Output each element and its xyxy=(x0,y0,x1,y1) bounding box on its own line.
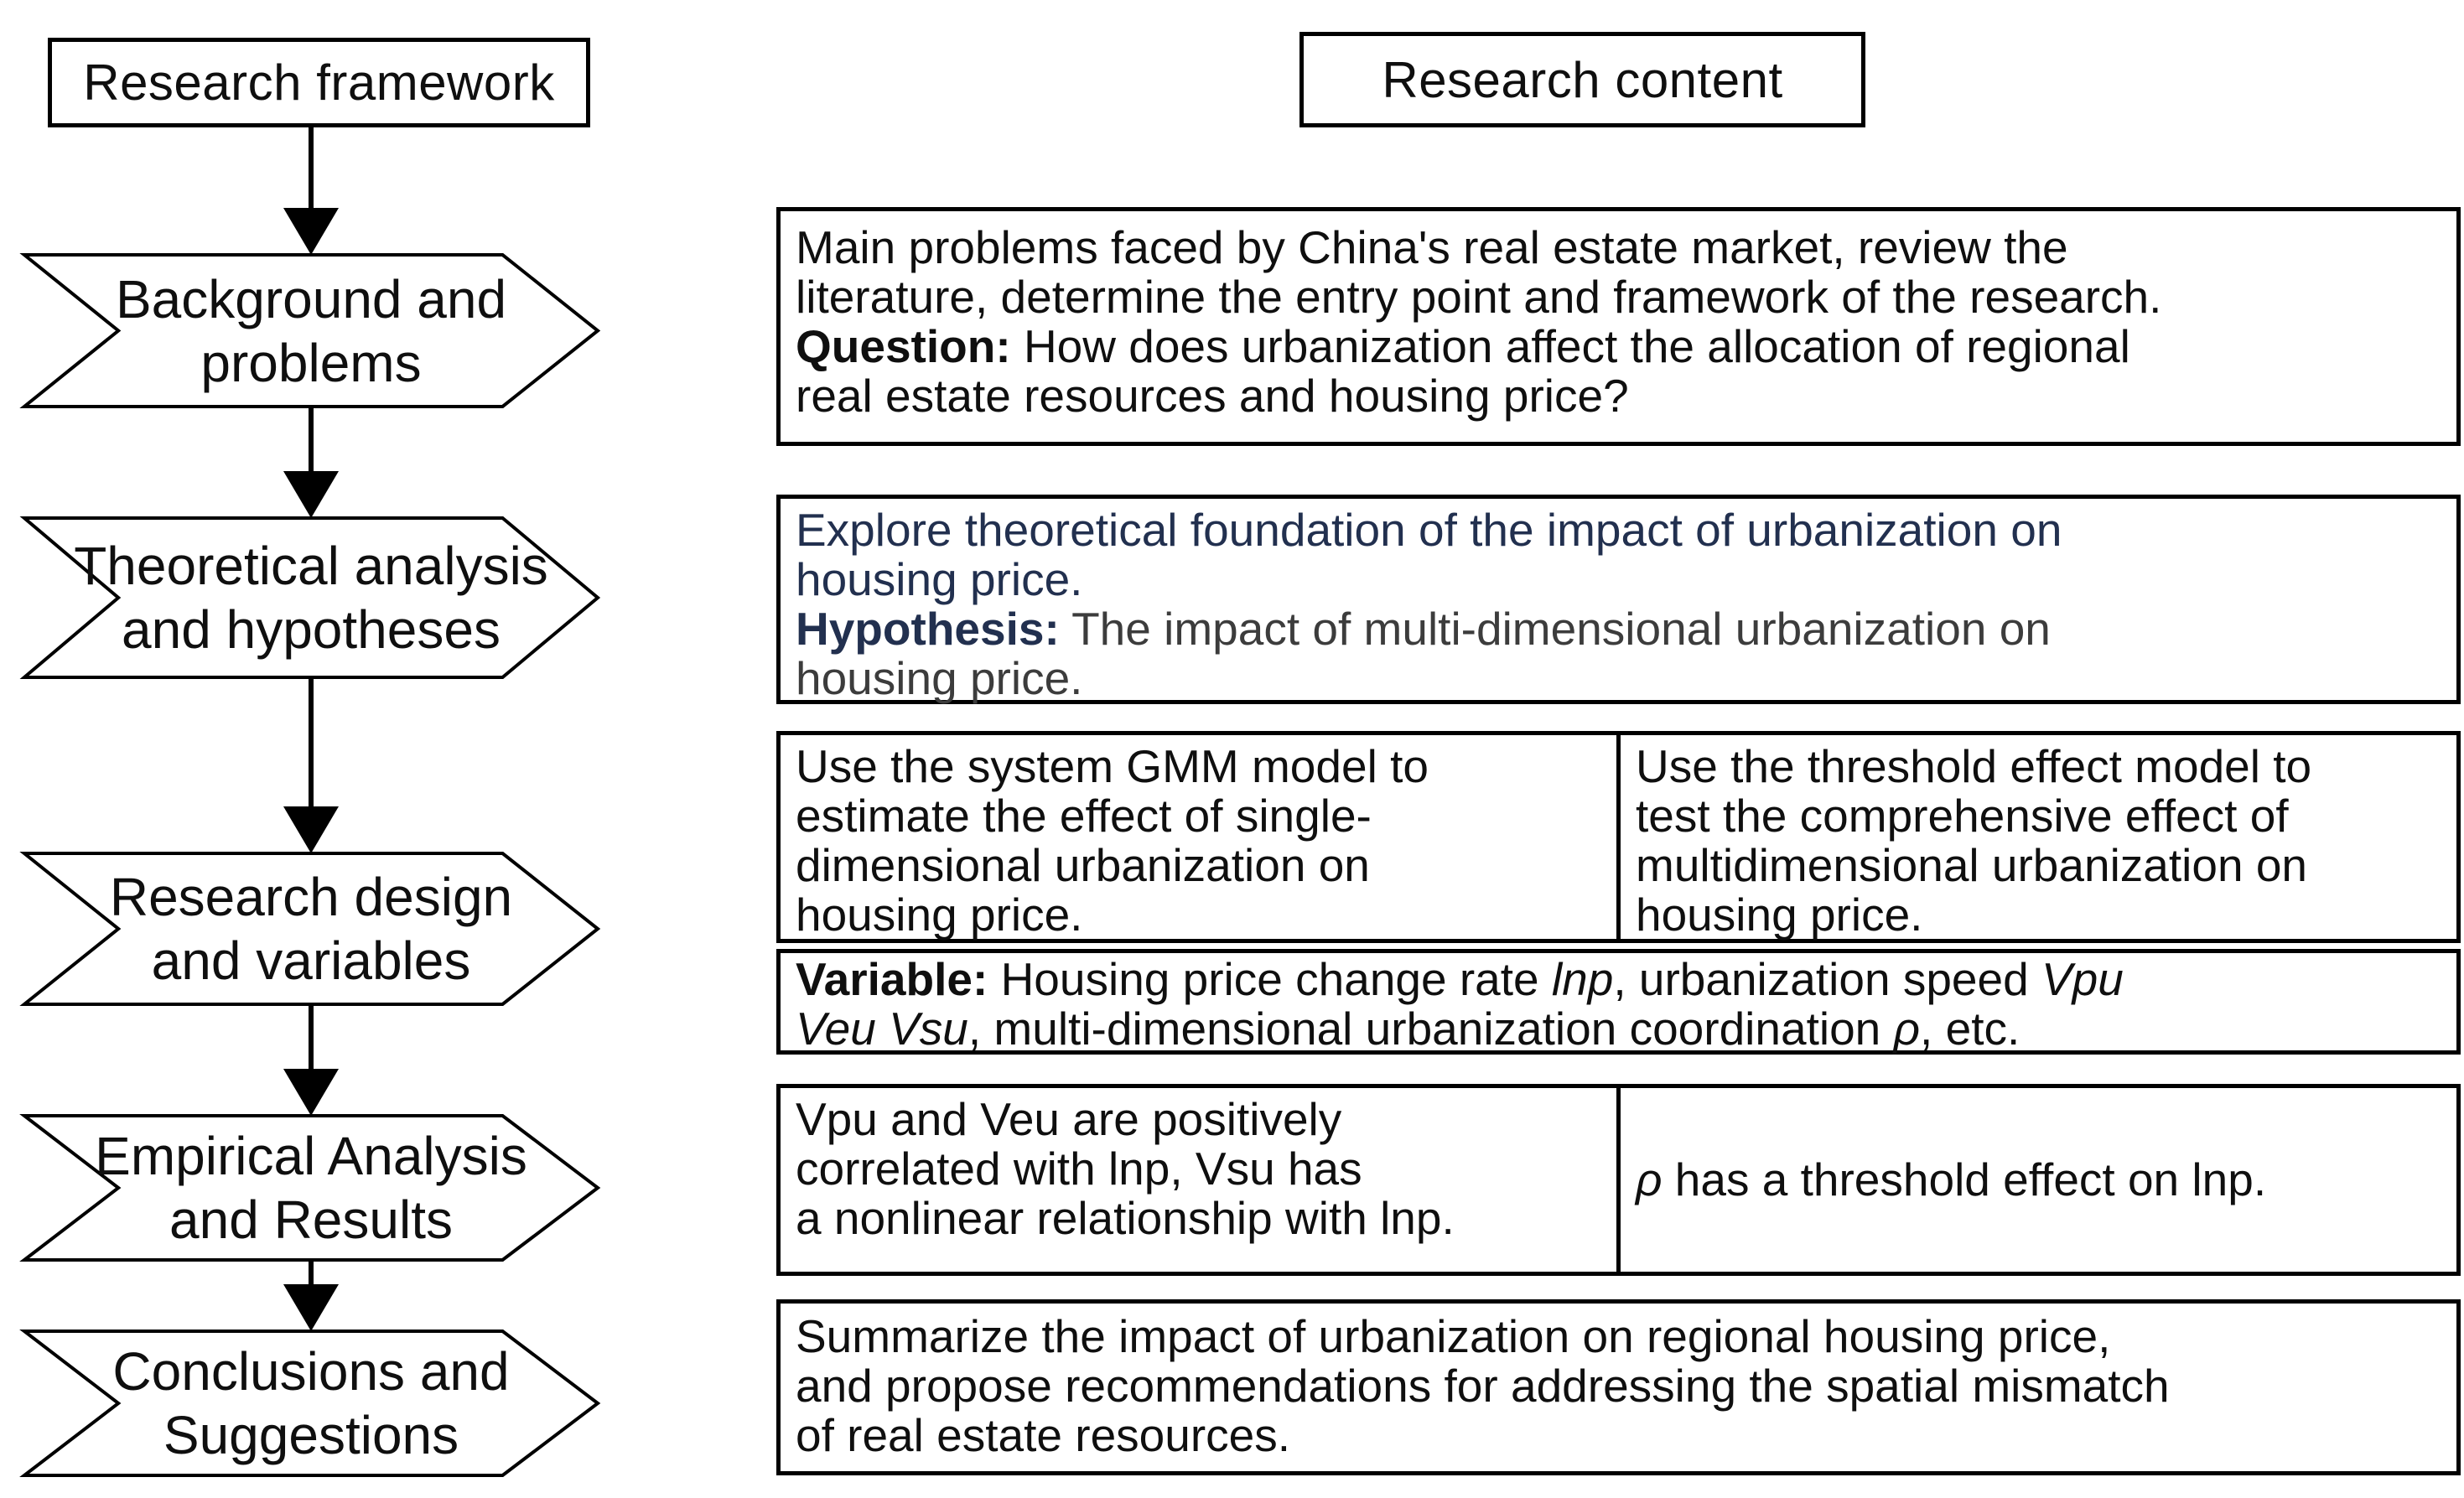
arrow-shaft xyxy=(309,407,314,476)
flow-step-label: Theoretical analysis and hypotheses xyxy=(74,536,548,660)
text-segment: Vpu and Veu are positively correlated wi… xyxy=(796,1093,1455,1244)
arrow-shaft xyxy=(309,1004,314,1074)
flow-arrow-1 xyxy=(283,127,339,255)
text-segment: Question: xyxy=(796,320,1011,372)
flow-step-label: Conclusions and Suggestions xyxy=(112,1341,510,1465)
flow-step-label: Research design and variables xyxy=(109,867,513,991)
text-segment: , urbanization speed xyxy=(1613,953,2041,1005)
empirical-cell-threshold: ρ has a threshold effect on lnp. xyxy=(1621,1088,2456,1272)
design-cell-threshold: Use the threshold effect model to test t… xyxy=(1621,735,2456,941)
flow-step-empirical-analysis: Empirical Analysis and Results xyxy=(24,1116,598,1260)
content-header-label: Research content xyxy=(1382,51,1783,108)
chevron-shape-icon xyxy=(24,518,598,677)
chevron-shape-icon xyxy=(24,853,598,1004)
text-segment: lnp xyxy=(1551,953,1614,1005)
flow-step-research-design: Research design and variables xyxy=(24,853,598,1004)
flow-arrow-2 xyxy=(283,407,339,518)
text-segment: has a threshold effect on lnp. xyxy=(1662,1153,2267,1205)
flow-arrow-4 xyxy=(283,1004,339,1116)
chevron-shape-icon xyxy=(24,1116,598,1260)
empirical-threshold-text: ρ has a threshold effect on lnp. xyxy=(1636,1155,2266,1205)
arrow-head-icon xyxy=(283,1069,339,1116)
text-segment: Variable: xyxy=(796,953,988,1005)
content-header-box: Research content xyxy=(1299,32,1865,127)
arrow-head-icon xyxy=(283,1284,339,1331)
content-box-research-design: Use the system GMM model to estimate the… xyxy=(776,731,2461,943)
flow-arrow-5 xyxy=(283,1260,339,1331)
content-box-theory-hypothesis: Explore theoretical foundation of the im… xyxy=(776,495,2461,704)
arrow-shaft xyxy=(309,127,314,213)
text-segment: Housing price change rate xyxy=(988,953,1552,1005)
text-segment: How does urbanization affect the allocat… xyxy=(796,320,2130,422)
text-segment: Use the threshold effect model to test t… xyxy=(1636,740,2312,941)
flow-step-conclusions: Conclusions and Suggestions xyxy=(24,1331,598,1475)
text-segment: Summarize the impact of urbanization on … xyxy=(796,1310,2170,1461)
text-segment: Main problems faced by China's real esta… xyxy=(796,221,2162,323)
text-segment: ρ xyxy=(1893,1003,1921,1055)
content-box-variables: Variable: Housing price change rate lnp,… xyxy=(776,949,2461,1055)
arrow-head-icon xyxy=(283,806,339,853)
text-segment: ρ xyxy=(1636,1153,1663,1205)
framework-header-label: Research framework xyxy=(83,54,555,111)
framework-header-box: Research framework xyxy=(48,38,590,127)
text-segment: , etc. xyxy=(1920,1003,2020,1055)
arrow-head-icon xyxy=(283,471,339,518)
arrow-shaft xyxy=(309,677,314,811)
arrow-shaft xyxy=(309,1260,314,1289)
flow-arrow-3 xyxy=(283,677,339,853)
text-segment: Vpu Veu Vsu xyxy=(796,953,2124,1055)
text-segment: Use the system GMM model to estimate the… xyxy=(796,740,1429,941)
design-cell-gmm: Use the system GMM model to estimate the… xyxy=(781,735,1621,941)
content-box-empirical-results: Vpu and Veu are positively correlated wi… xyxy=(776,1084,2461,1276)
content-box-conclusions: Summarize the impact of urbanization on … xyxy=(776,1299,2461,1475)
chevron-shape-icon xyxy=(24,255,598,407)
flow-step-label: Background and problems xyxy=(115,268,507,393)
text-segment: Explore theoretical foundation of the im… xyxy=(796,504,2062,605)
text-segment: The impact of multi-dimensional urbaniza… xyxy=(796,603,2051,704)
flow-step-theoretical-analysis: Theoretical analysis and hypotheses xyxy=(24,518,598,677)
arrow-head-icon xyxy=(283,208,339,255)
empirical-cell-correlation: Vpu and Veu are positively correlated wi… xyxy=(781,1088,1621,1272)
text-segment: Hypothesis: xyxy=(796,603,1060,655)
flow-step-background-problems: Background and problems xyxy=(24,255,598,407)
content-box-background-problems: Main problems faced by China's real esta… xyxy=(776,207,2461,446)
flow-step-label: Empirical Analysis and Results xyxy=(95,1126,527,1250)
text-segment: , multi-dimensional urbanization coordin… xyxy=(967,1003,1894,1055)
chevron-shape-icon xyxy=(24,1331,598,1475)
